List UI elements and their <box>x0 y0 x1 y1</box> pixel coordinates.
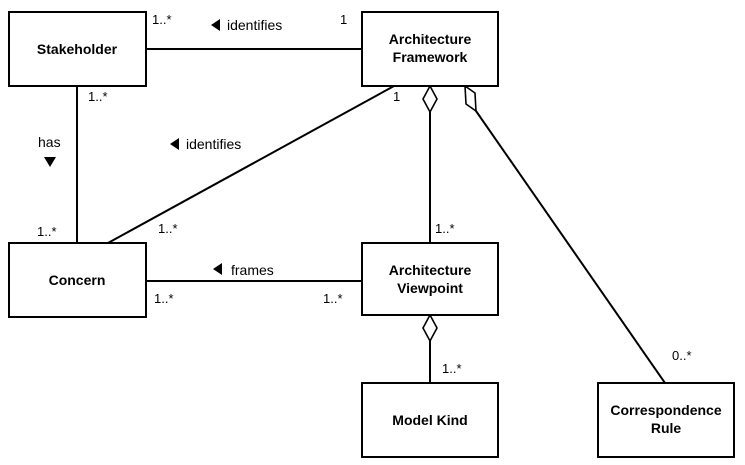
correspondence-rule-box: Correspondence Rule <box>597 382 735 458</box>
mult-concern-viewpoint-viewpoint-end: 1..* <box>323 291 343 306</box>
model-kind-box: Model Kind <box>361 382 499 458</box>
concern-label: Concern <box>49 272 106 288</box>
architecture-framework-box: Architecture Framework <box>361 11 499 87</box>
concern-box: Concern <box>8 242 147 318</box>
direction-arrow-left-icon <box>170 138 179 150</box>
assoc-label-stakeholder-framework: identifies <box>227 17 282 33</box>
mult-framework-rule-rule-end: 0..* <box>672 348 692 363</box>
mult-stakeholder-framework-framework-end: 1 <box>340 12 347 27</box>
architecture-framework-label-line2: Framework <box>393 49 468 65</box>
mult-framework-concern-concern-end: 1..* <box>158 221 178 236</box>
correspondence-rule-label-line1: Correspondence <box>610 402 721 418</box>
mult-framework-viewpoint-viewpoint-end: 1..* <box>435 221 455 236</box>
assoc-label-framework-concern: identifies <box>186 136 241 152</box>
mult-framework-concern-framework-end: 1 <box>393 89 400 104</box>
direction-arrow-left-icon <box>213 263 222 275</box>
aggregation-diamond-framework-viewpoint <box>422 84 438 114</box>
mult-concern-viewpoint-concern-end: 1..* <box>154 291 174 306</box>
assoc-label-concern-viewpoint: frames <box>231 262 274 278</box>
aggregation-diamond-framework-rule <box>464 84 477 113</box>
model-kind-label: Model Kind <box>392 412 467 428</box>
stakeholder-label: Stakeholder <box>37 41 118 57</box>
architecture-viewpoint-label-line2: Viewpoint <box>397 280 463 296</box>
architecture-viewpoint-label-line1: Architecture <box>389 262 472 278</box>
aggregation-diamond-viewpoint-modelkind <box>422 313 438 343</box>
mult-stakeholder-concern-stakeholder-end: 1..* <box>88 89 108 104</box>
mult-viewpoint-modelkind-modelkind-end: 1..* <box>442 361 462 376</box>
stakeholder-box: Stakeholder <box>8 11 147 87</box>
edge-framework-rule <box>475 110 666 384</box>
direction-arrow-down-icon <box>44 157 56 167</box>
architecture-framework-label-line1: Architecture <box>389 31 472 47</box>
assoc-label-stakeholder-concern: has <box>38 134 61 150</box>
direction-arrow-left-icon <box>211 19 220 31</box>
edge-framework-concern <box>107 85 395 244</box>
mult-stakeholder-concern-concern-end: 1..* <box>37 224 57 239</box>
mult-stakeholder-framework-stakeholder-end: 1..* <box>152 12 172 27</box>
correspondence-rule-label-line2: Rule <box>651 420 682 436</box>
architecture-viewpoint-box: Architecture Viewpoint <box>361 242 499 316</box>
